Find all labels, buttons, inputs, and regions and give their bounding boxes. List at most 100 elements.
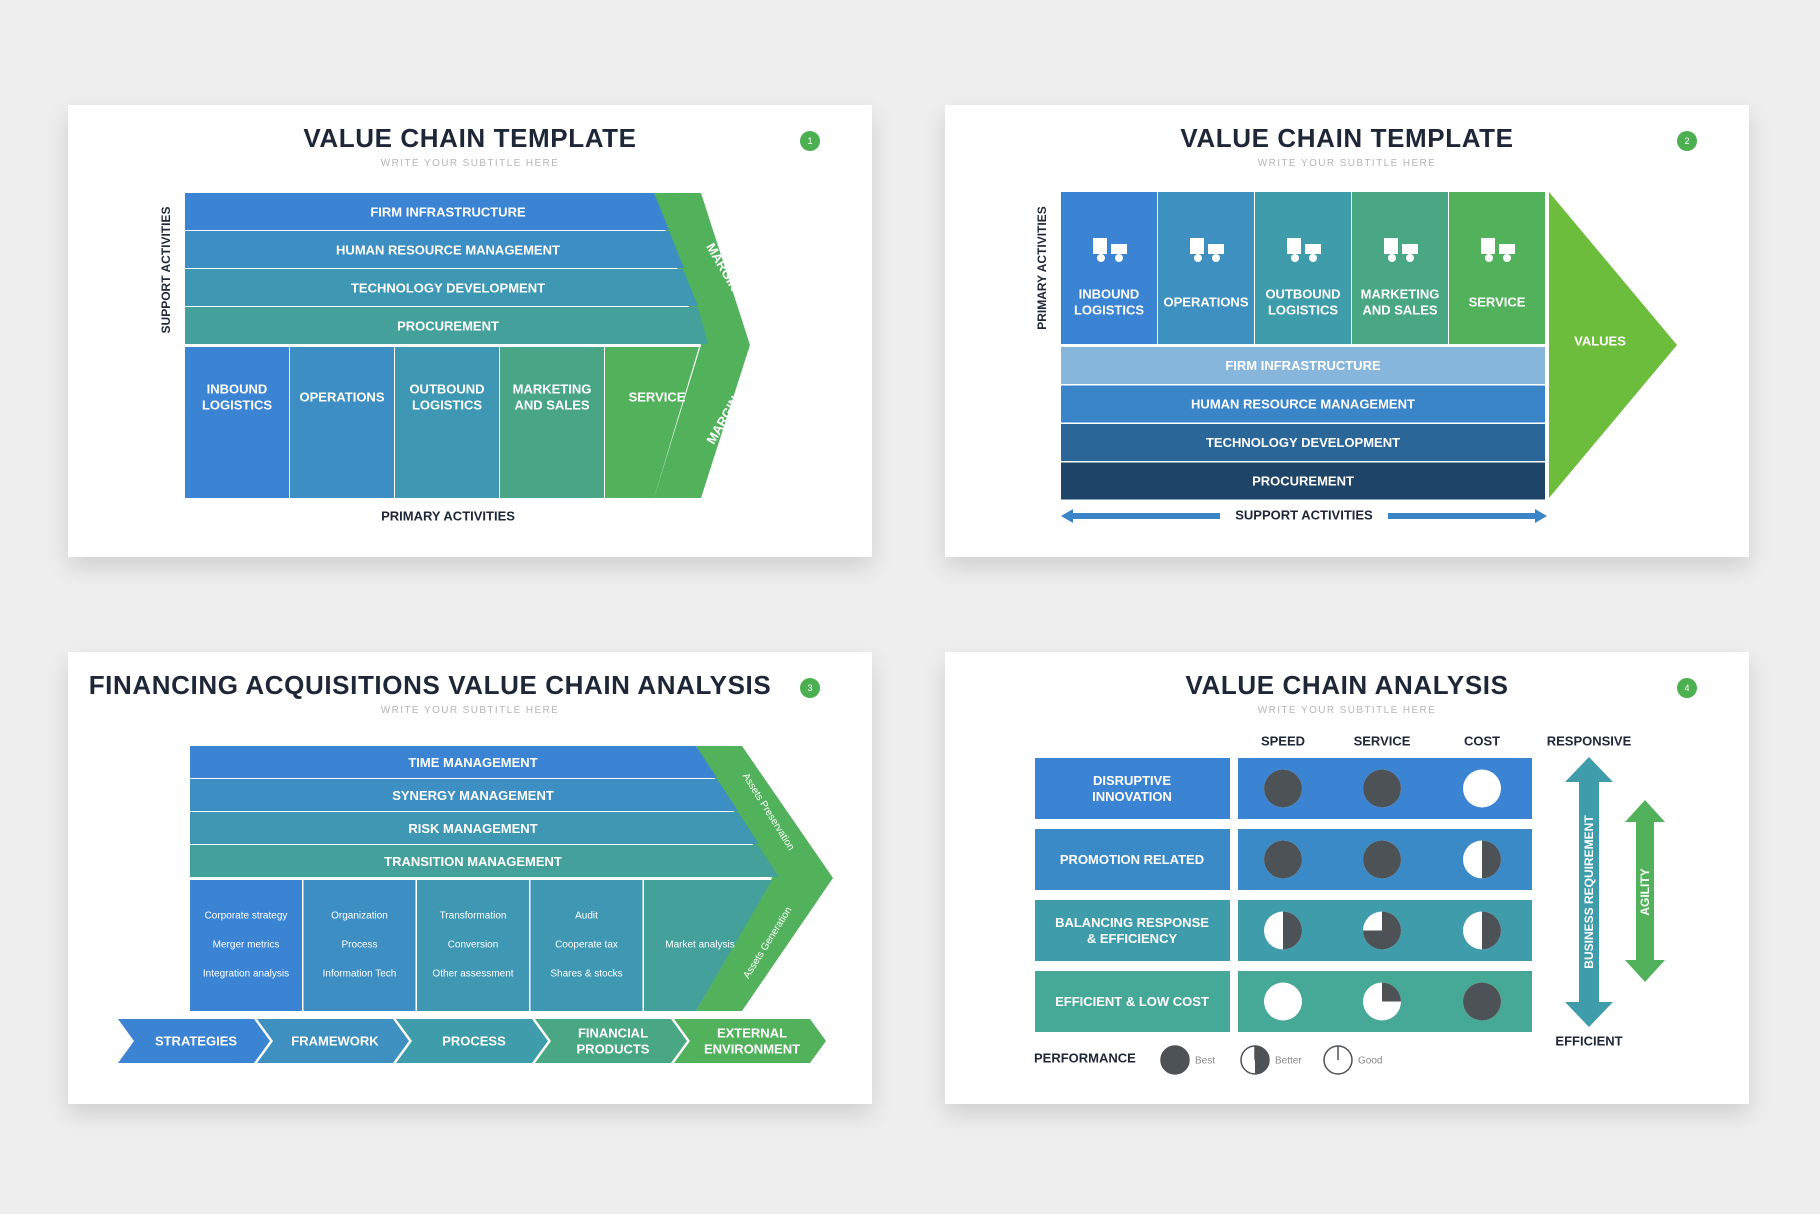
pie-fill (1264, 840, 1302, 879)
arrow-head-icon (1061, 509, 1073, 523)
legend-label: Good (1358, 1056, 1382, 1067)
activity-cell-item: Organization (331, 911, 388, 922)
primary-activities-label: PRIMARY ACTIVITIES (381, 509, 515, 524)
pie-fill (1463, 982, 1501, 1021)
slide-number-badge: 4 (1677, 678, 1697, 698)
slide-title: FINANCING ACQUISITIONS VALUE CHAIN ANALY… (88, 670, 772, 700)
primary-column-label: LOGISTICS (202, 398, 272, 413)
slide-title: VALUE CHAIN TEMPLATE (303, 123, 637, 153)
chevron-step (535, 1019, 687, 1063)
primary-column (1158, 192, 1254, 344)
support-row (190, 812, 759, 844)
activity-cell (303, 880, 416, 1011)
chevron-step (118, 1019, 270, 1063)
support-row (1061, 385, 1545, 423)
values-arrow (1549, 192, 1677, 498)
pie-fill (1363, 769, 1401, 808)
primary-column-label: OUTBOUND (409, 382, 484, 397)
support-row-label: HUMAN RESOURCE MANAGEMENT (336, 243, 560, 258)
conveyor-icon (1190, 238, 1224, 262)
icon-shape (1093, 238, 1107, 254)
icon-shape (1481, 238, 1495, 254)
icon-shape (1208, 244, 1224, 254)
slide-subtitle: WRITE YOUR SUBTITLE HERE (380, 705, 560, 716)
performance-pie (1264, 840, 1302, 879)
support-row (185, 269, 698, 306)
activity-cell-item: Merger metrics (213, 940, 280, 951)
activity-cell (530, 880, 643, 1011)
support-row (190, 779, 738, 811)
support-row-label: TIME MANAGEMENT (408, 755, 537, 770)
performance-pie (1363, 840, 1401, 879)
support-row-label: HUMAN RESOURCE MANAGEMENT (1191, 397, 1415, 412)
icon-shape (1287, 238, 1301, 254)
performance-pie (1463, 982, 1501, 1021)
support-row-label: FIRM INFRASTRUCTURE (1225, 358, 1381, 373)
efficient-label: EFFICIENT (1555, 1034, 1622, 1049)
primary-column (290, 347, 394, 498)
values-label: VALUES (1574, 334, 1626, 349)
icon-shape (1402, 244, 1418, 254)
support-row (1061, 462, 1545, 500)
icon-shape (1097, 254, 1105, 262)
performance-pie (1363, 911, 1401, 950)
primary-column-label: OPERATIONS (1164, 295, 1249, 310)
primary-column-label: SERVICE (1469, 295, 1526, 310)
matrix-row-label: BALANCING RESPONSE (1055, 915, 1209, 930)
performance-pie (1363, 982, 1401, 1021)
legend-pie (1160, 1045, 1190, 1075)
activity-cell-item: Shares & stocks (550, 969, 622, 980)
performance-pie (1463, 769, 1501, 808)
pie-fill (1363, 840, 1401, 879)
primary-column-label: AND SALES (1362, 303, 1437, 318)
chevron-step-label: EXTERNAL (717, 1026, 787, 1041)
chevron-step-label: FRAMEWORK (291, 1034, 379, 1049)
icon-shape (1503, 254, 1511, 262)
primary-column (605, 347, 699, 498)
support-row (1061, 347, 1545, 384)
pie-slice (1482, 840, 1501, 879)
agility-arrow (1625, 800, 1665, 982)
primary-column (1449, 192, 1545, 344)
activity-cell-item: Market analysis (665, 940, 734, 951)
slide-2: VALUE CHAIN TEMPLATE WRITE YOUR SUBTITLE… (945, 105, 1749, 557)
slide-1: VALUE CHAIN TEMPLATE WRITE YOUR SUBTITLE… (68, 105, 872, 557)
legend-pie (1240, 1045, 1270, 1075)
agility-label: AGILITY (1638, 868, 1652, 915)
primary-column-label: AND SALES (514, 398, 589, 413)
performance-pie (1264, 911, 1302, 950)
slide-title: VALUE CHAIN TEMPLATE (1180, 123, 1514, 153)
icon-shape (1212, 254, 1220, 262)
value-chain-diagram-2: VALUESINBOUNDLOGISTICSOPERATIONSOUTBOUND… (1035, 192, 1677, 523)
support-activities-label: SUPPORT ACTIVITIES (159, 207, 173, 334)
primary-column-label: INBOUND (207, 382, 268, 397)
legend-label: Best (1195, 1056, 1215, 1067)
matrix-row-header (1035, 758, 1230, 819)
activity-cell-item: Process (341, 940, 377, 951)
primary-activities-label: PRIMARY ACTIVITIES (1035, 206, 1049, 330)
activity-cell-item: Transformation (440, 911, 507, 922)
icon-shape (1388, 254, 1396, 262)
slide-number-badge: 3 (800, 678, 820, 698)
pie-base (1463, 769, 1501, 808)
support-row-label: PROCUREMENT (1252, 474, 1354, 489)
activity-cell-item: Cooperate tax (555, 940, 618, 951)
icon-shape (1384, 238, 1398, 254)
chevron-step (674, 1019, 826, 1063)
icon-shape (1291, 254, 1299, 262)
chevron-step-label: ENVIRONMENT (704, 1042, 800, 1057)
performance-label: PERFORMANCE (1034, 1051, 1136, 1066)
performance-pie (1463, 840, 1501, 879)
primary-column-label: LOGISTICS (1268, 303, 1338, 318)
icon-shape (1309, 254, 1317, 262)
activity-cell-item: Conversion (448, 940, 499, 951)
matrix-row-label: PROMOTION RELATED (1060, 852, 1204, 867)
support-row-label: TRANSITION MANAGEMENT (384, 854, 562, 869)
pie-slice (1382, 982, 1401, 1002)
delivery-van-icon (1287, 238, 1321, 262)
business-requirement-label: BUSINESS REQUIREMENT (1582, 815, 1596, 969)
pie-fill (1264, 769, 1302, 808)
activity-cell-item: Information Tech (323, 969, 397, 980)
